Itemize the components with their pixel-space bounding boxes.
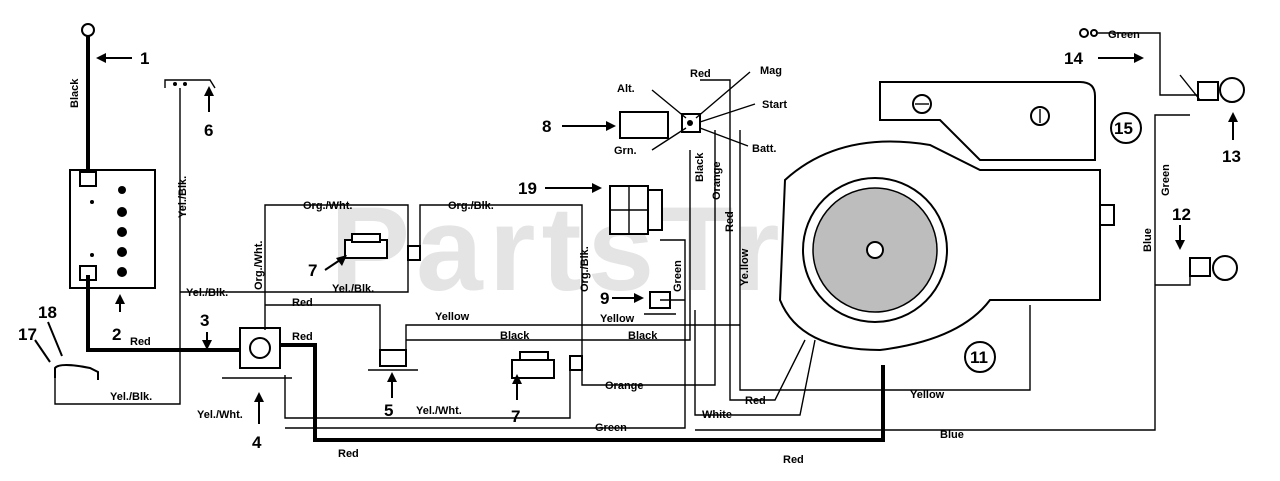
callout-15: 15	[1114, 119, 1133, 138]
label-org-blk-vertical: Org./Blk.	[579, 246, 591, 292]
wire-blue	[695, 114, 1190, 431]
label-green-vertical: Green	[672, 260, 684, 292]
switch-5	[368, 349, 418, 371]
ignition-switch	[619, 111, 701, 139]
callout-18: 18	[38, 303, 57, 322]
wire-yel-blk-left	[54, 88, 181, 405]
label-yellow-9: Yellow	[600, 313, 635, 325]
label-red-heavy: Red	[292, 331, 313, 343]
wire-yellow-engine	[739, 130, 1031, 391]
battery-cable-terminal	[81, 23, 95, 170]
fuse-holder	[609, 185, 663, 235]
label-yellow-engine: Yellow	[910, 389, 945, 401]
callout-1: 1	[140, 49, 149, 68]
callout-2: 2	[112, 325, 121, 344]
label-blue-vertical: Blue	[1142, 228, 1154, 252]
label-org-blk-top: Org./Blk.	[448, 200, 494, 212]
wire-yellow	[405, 324, 740, 355]
label-black-9: Black	[628, 330, 658, 342]
wire-battery-red	[86, 275, 240, 352]
wire-blue-lower	[1155, 270, 1191, 286]
label-red-vertical: Red	[724, 211, 736, 232]
label-orange-switch: Orange	[711, 161, 723, 200]
label-red-bottom: Red	[338, 448, 359, 460]
callout-9: 9	[600, 289, 609, 308]
callout-7-lower: 7	[511, 407, 520, 426]
battery	[69, 169, 156, 289]
solenoid	[222, 327, 292, 379]
label-yel-blk-bottom: Yel./Blk.	[110, 391, 152, 403]
wire-starter-red	[280, 343, 885, 442]
wire-org-wht	[264, 204, 409, 330]
label-org-wht-vertical: Org./Wht.	[253, 241, 265, 291]
label-yellow-vertical: Ye.llow	[739, 248, 751, 286]
callout-4: 4	[252, 433, 262, 452]
label-red-solenoid: Red	[292, 297, 313, 309]
ground-strap	[54, 364, 99, 380]
label-green-bottom: Green	[595, 422, 627, 434]
wire-yel-wht	[284, 370, 571, 419]
headlight-lower	[1189, 255, 1238, 281]
wire-yel-blk-mid	[180, 250, 409, 293]
callout-19: 19	[518, 179, 537, 198]
battery-hold-down	[164, 79, 216, 89]
wire-green	[285, 239, 686, 429]
switch-label-leaders	[651, 71, 756, 151]
callout-13: 13	[1222, 147, 1241, 166]
label-red-battery: Red	[130, 336, 151, 348]
label-orange-7: Orange	[605, 380, 644, 392]
label-batt: Batt.	[752, 143, 776, 155]
label-yellow-5: Yellow	[435, 311, 470, 323]
engine	[778, 81, 1142, 373]
wire-red-engine	[700, 79, 806, 401]
callout-3: 3	[200, 311, 209, 330]
label-black-switch: Black	[694, 152, 706, 182]
label-red-switch: Red	[690, 68, 711, 80]
label-green-right: Green	[1160, 164, 1172, 196]
wire-orange	[581, 130, 716, 386]
label-yel-wht-5: Yel./Wht.	[416, 405, 462, 417]
connector-7-upper	[344, 233, 421, 261]
wire-green-top	[1098, 32, 1198, 96]
wire-black	[406, 150, 691, 341]
label-yel-blk-right: Yel./Blk.	[332, 283, 374, 295]
wire-white	[694, 310, 816, 416]
callout-17: 17	[18, 325, 37, 344]
wire-org-blk	[419, 204, 583, 356]
label-white: White	[702, 409, 732, 421]
connector-7-lower	[511, 351, 583, 379]
label-black-battery: Black	[69, 78, 81, 108]
callout-6: 6	[204, 121, 213, 140]
callout-7-upper: 7	[308, 261, 317, 280]
label-black-5: Black	[500, 330, 530, 342]
callout-12: 12	[1172, 205, 1191, 224]
label-blue-bottom: Blue	[940, 429, 964, 441]
label-yel-wht-4: Yel./Wht.	[197, 409, 243, 421]
callout-11: 11	[970, 348, 988, 367]
label-red-bottom-right: Red	[783, 454, 804, 466]
watermark: PartsTr	[330, 182, 786, 316]
label-org-wht-top: Org./Wht.	[303, 200, 353, 212]
label-grn: Grn.	[614, 145, 637, 157]
label-red-engine: Red	[745, 395, 766, 407]
label-alt: Alt.	[617, 83, 635, 95]
callout-5: 5	[384, 401, 393, 420]
label-yel-blk-vertical: Yel./Blk.	[177, 176, 189, 218]
headlight-upper	[1079, 28, 1245, 103]
callout-8: 8	[542, 117, 551, 136]
label-start: Start	[762, 99, 787, 111]
label-green-top: Green	[1108, 29, 1140, 41]
label-yel-blk-mid: Yel./Blk.	[186, 287, 228, 299]
callout-14: 14	[1064, 49, 1083, 68]
label-mag: Mag	[760, 65, 782, 77]
wire-red-5	[265, 304, 381, 350]
